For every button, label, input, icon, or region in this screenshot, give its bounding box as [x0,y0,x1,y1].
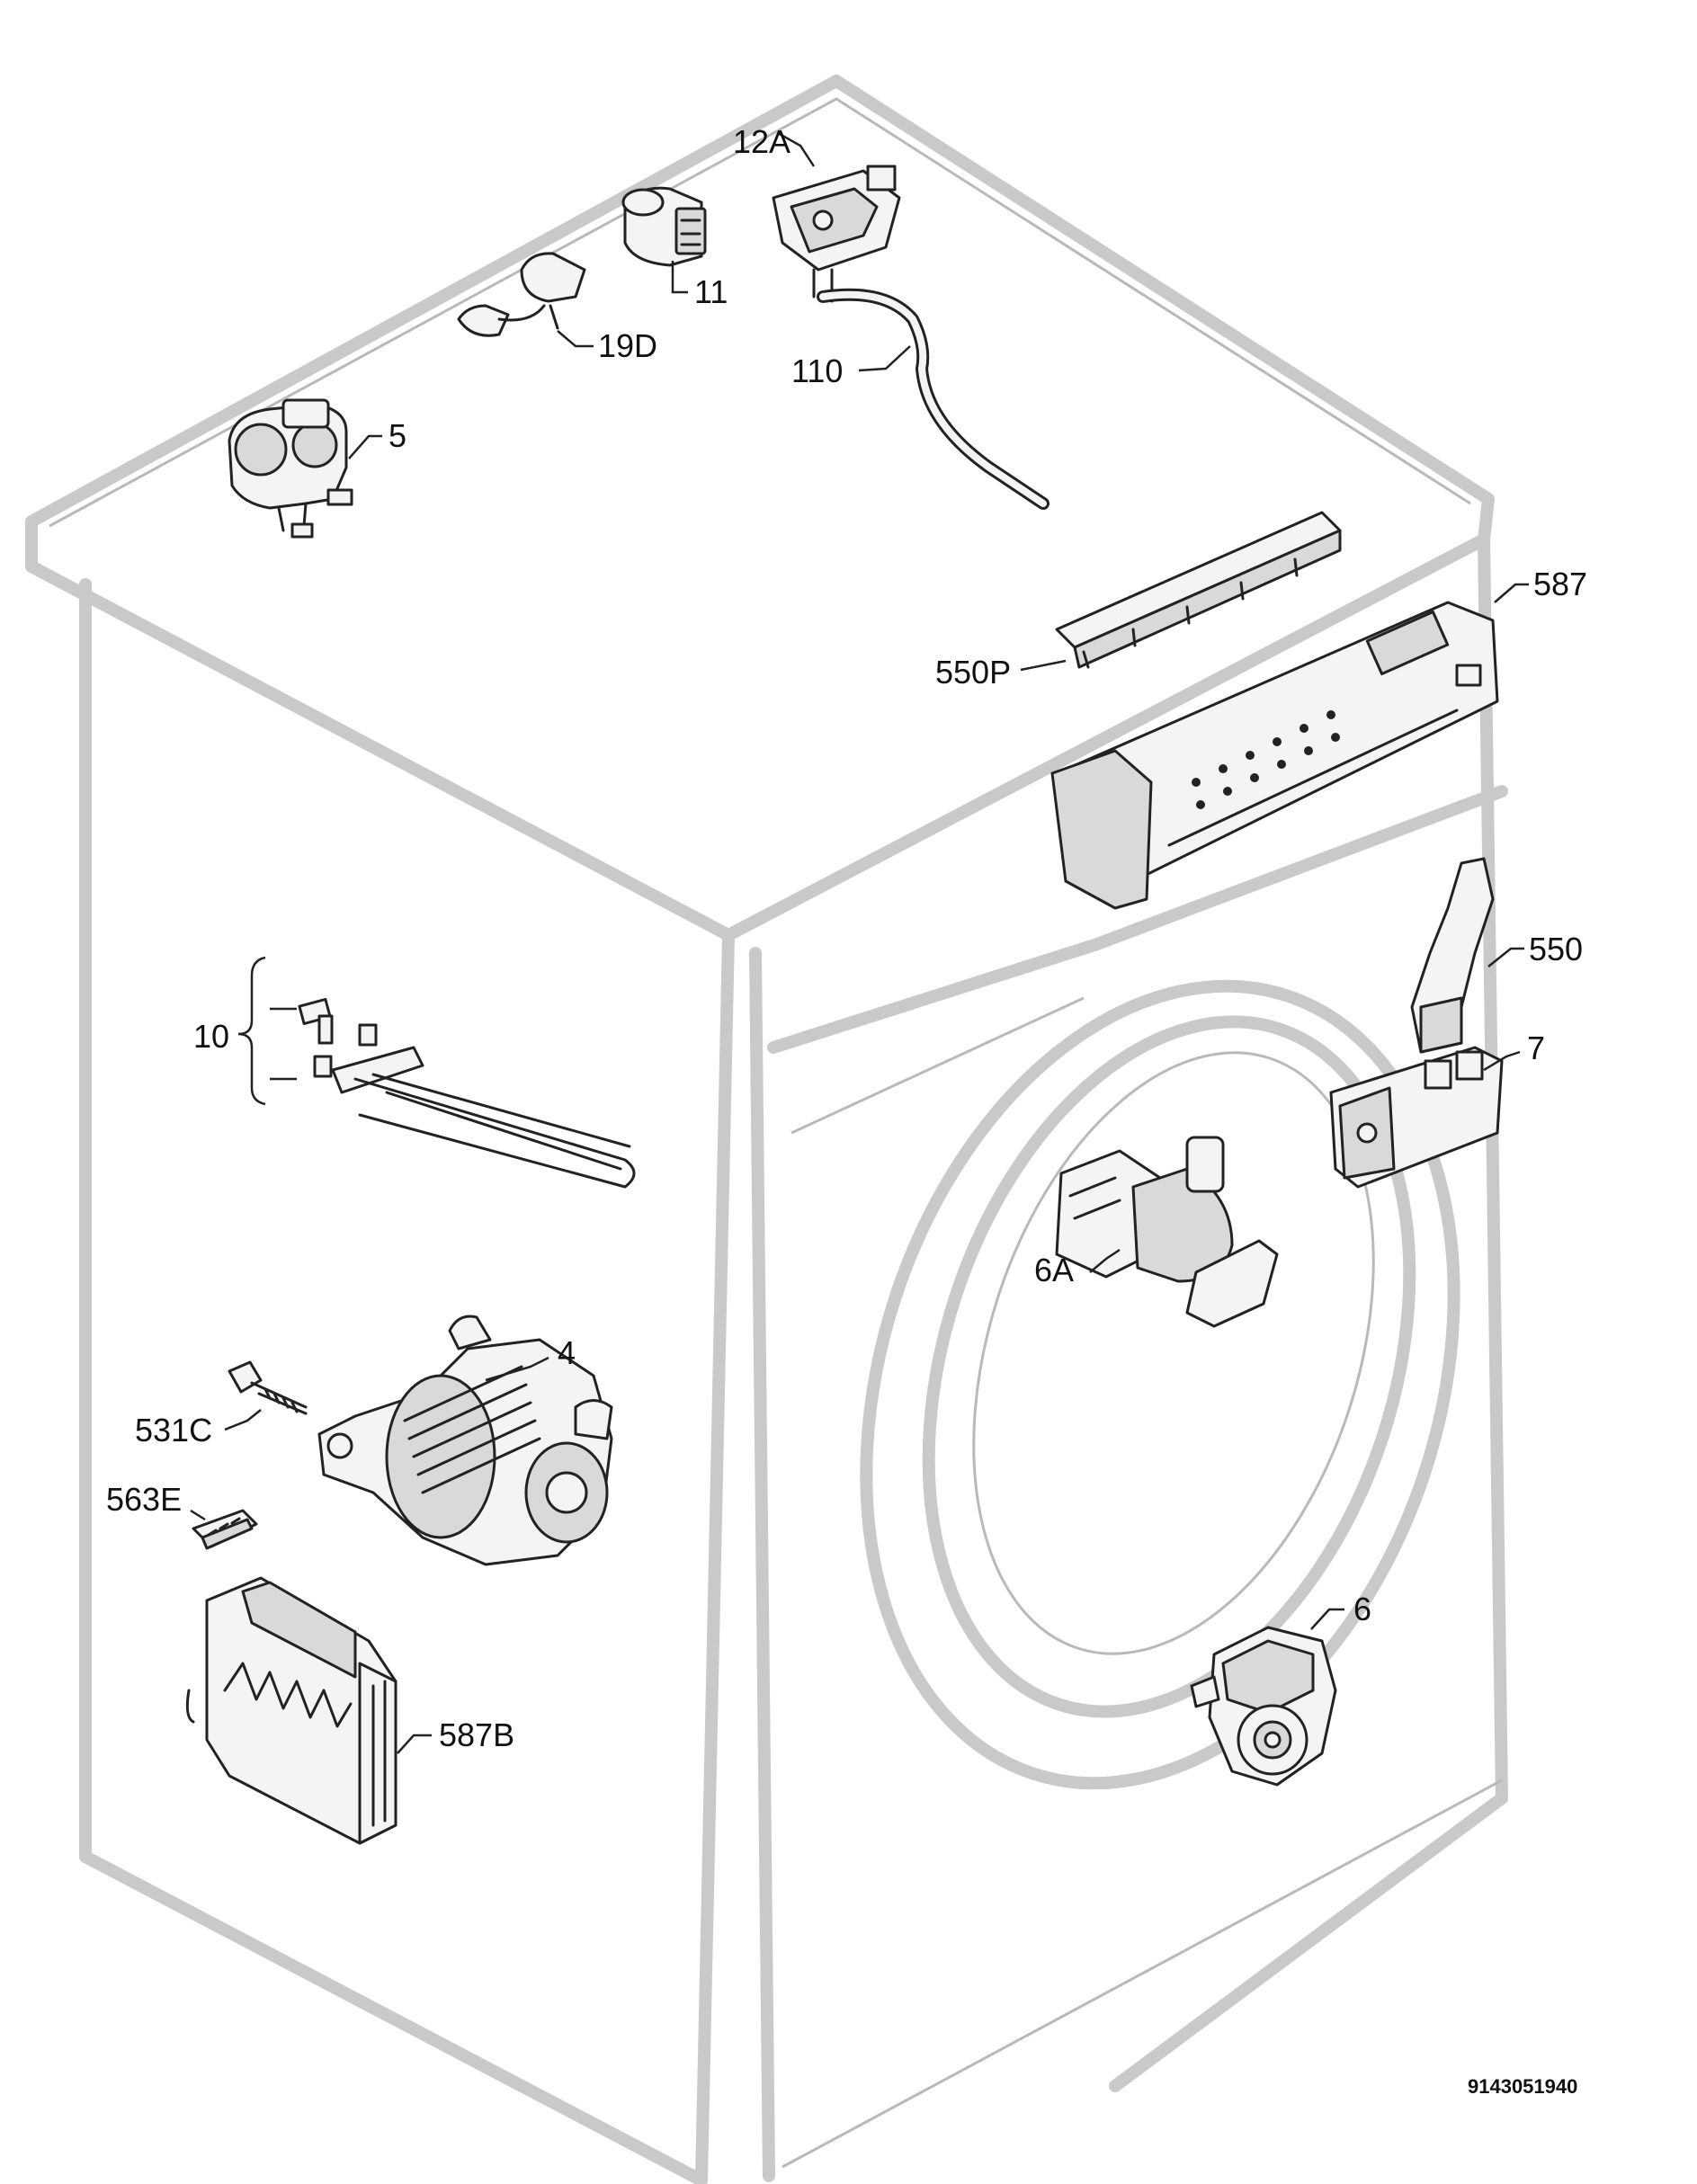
callout-587B: 587B [439,1716,514,1753]
part-19D-cable-clip [457,252,586,337]
part-6A-drain-pump [1055,1136,1279,1328]
callout-5: 5 [389,417,406,454]
part-4-motor [317,1315,613,1566]
machine-cabinet-outline [25,75,1508,2184]
part-10-heating-element [298,997,636,1189]
callout-563E: 563E [106,1481,182,1518]
diagram-code: 9143051940 [1468,2075,1577,2098]
callout-550: 550 [1529,931,1583,967]
part-587-electronic-board [1050,601,1499,910]
bracket-10 [237,956,266,1106]
leader-12A [777,131,816,167]
leader-531C [224,1409,262,1431]
part-5-inlet-valve [228,398,353,539]
part-531C-bolt [228,1360,308,1415]
leader-7 [1483,1050,1521,1072]
leader-550 [1487,947,1524,967]
callout-12A: 12A [733,123,790,160]
callout-11: 11 [694,273,728,310]
leader-6A [1089,1248,1121,1273]
part-550P-panel-strip [1055,511,1342,669]
callout-10: 10 [193,1018,229,1055]
leader-563E [190,1509,206,1521]
part-550-door-handle [1410,857,1495,1054]
leader-10 [270,1007,297,1081]
callout-7: 7 [1527,1030,1545,1066]
part-587B-module-box [185,1576,397,1845]
leader-4 [485,1356,549,1382]
part-11-suppressor [621,186,707,267]
callout-550P: 550P [935,654,1011,691]
part-6-drain-pump [1190,1626,1337,1787]
leader-5 [348,434,382,459]
leader-6 [1310,1608,1344,1630]
callout-19D: 19D [598,327,657,364]
callout-6: 6 [1353,1591,1371,1627]
leader-587 [1494,583,1529,603]
leader-19D [557,330,594,348]
part-12A-selector-switch [772,165,901,303]
part-7-door-interlock [1329,1046,1504,1189]
leader-550P [1020,659,1067,672]
callout-531C: 531C [135,1412,212,1449]
callout-587: 587 [1533,566,1587,602]
part-563E-connector [192,1509,258,1550]
leader-11 [671,261,688,294]
leader-110 [858,345,911,372]
callout-6A: 6A [1034,1252,1074,1288]
callout-4: 4 [558,1334,576,1371]
callout-110: 110 [791,352,843,389]
leader-587B [397,1734,432,1754]
part-110-hose [817,288,1049,510]
